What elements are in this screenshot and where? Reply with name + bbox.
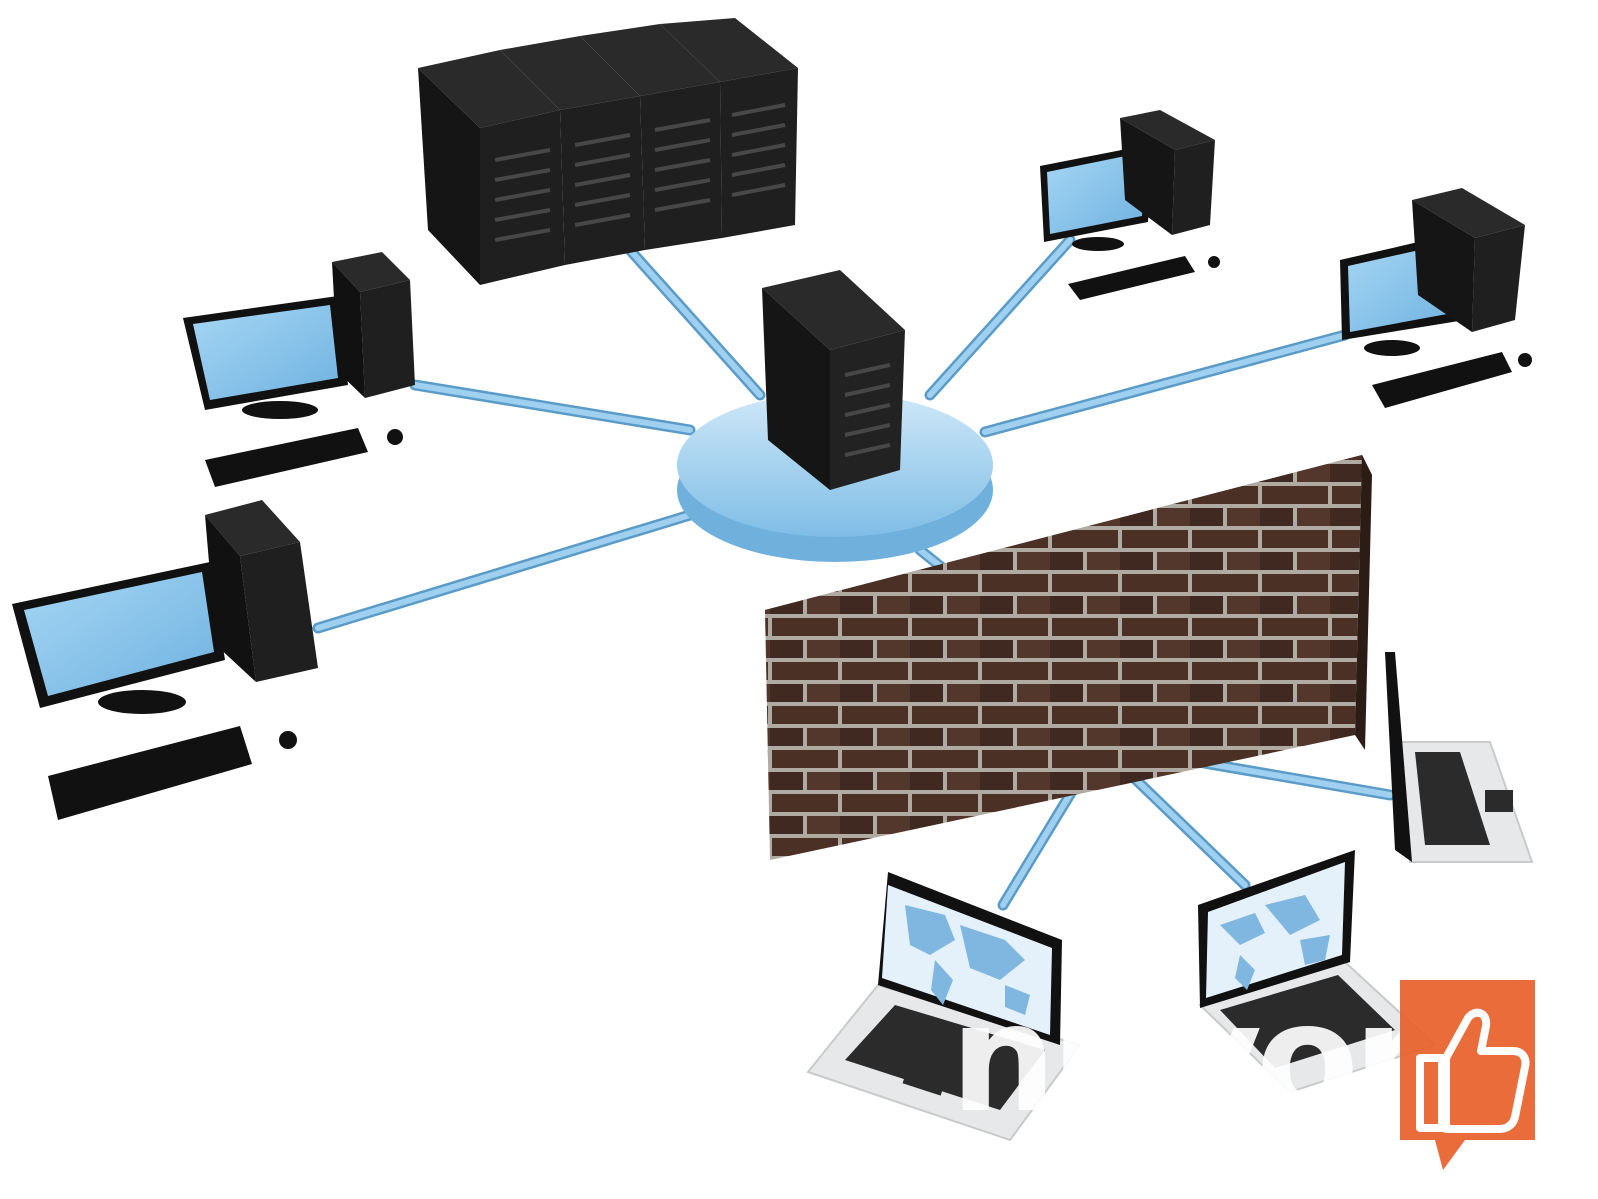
laptop-front-left [806,872,1082,1142]
desktop-upper-right [1040,110,1220,300]
firewall-brick-wall [765,455,1372,860]
cable-hub-rack [624,244,766,401]
desktop-right [1340,188,1532,408]
mouse [387,429,403,445]
keyboard [48,726,252,820]
laptop-right [1385,652,1534,863]
keyboard [1068,256,1195,300]
cable-hub-desktop-upper-right [924,234,1076,401]
mouse [279,731,297,749]
watermark: nirvora [950,972,1535,1170]
mouse [1518,353,1532,367]
keyboard [1372,352,1512,408]
cables [312,234,1396,911]
cable-hub-desktop-upper-left [409,379,696,436]
mouse [1208,256,1220,268]
thumbs-up-icon [1400,980,1535,1170]
tower [1120,110,1215,235]
cable-hub-desktop-right [979,329,1351,438]
cable-hub-desktop-lower-left [312,509,696,634]
laptop-front-right [1198,850,1437,1094]
world-map-icon [1220,895,1330,990]
desktop-upper-left [183,252,415,487]
central-server [762,270,905,490]
keyboard [205,428,368,487]
server-rack [418,18,798,285]
monitor [183,296,348,419]
server-vents [494,103,786,242]
desktop-lower-left [12,500,318,820]
tower [332,252,415,398]
monitor [12,562,225,714]
tower [1412,188,1525,332]
tower [205,500,318,682]
world-map-icon [905,905,1030,1015]
server-tower [418,50,565,285]
